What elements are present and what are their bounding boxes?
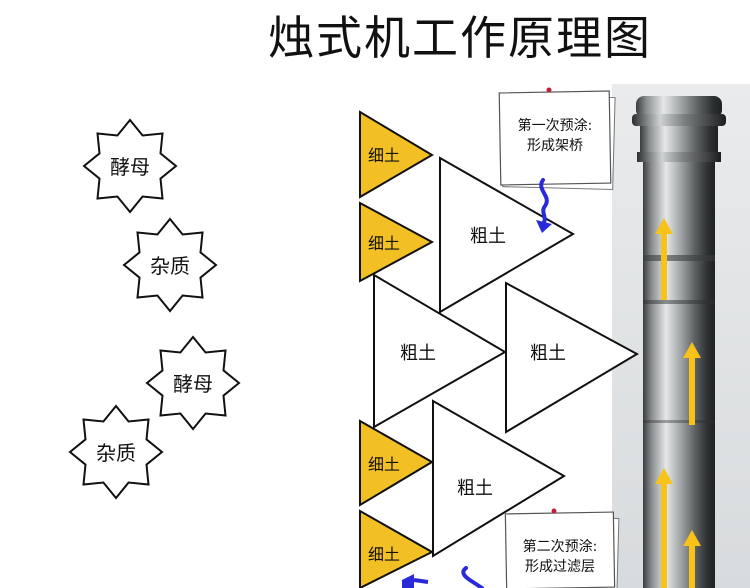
coarse-soil-triangle [373,273,507,429]
note-line-1: 第一次预涂: [518,117,593,134]
coarse-soil-triangle [439,156,575,314]
particle-star-shape [68,404,164,500]
coarse-soil-label: 粗土 [400,343,436,364]
up-arrow-icon [655,468,673,588]
fine-soil-triangle [359,509,435,588]
particle-star-shape [82,118,178,214]
particle-label: 酵母 [173,372,213,396]
fine-soil-triangle [359,110,434,199]
particle-1: 酵母 [82,118,178,214]
fine-soil-triangle [359,419,434,507]
up-arrow-icon [655,218,673,300]
coarse-soil-label: 粗土 [530,343,566,364]
fine-soil-label: 细土 [368,455,400,474]
fine-soil-triangle [359,201,435,283]
flow-arrow-bottom-left [402,574,429,588]
page-title: 烛式机工作原理图 [268,11,652,65]
fine-soil-label: 细土 [368,146,400,165]
particle-label: 杂质 [96,441,136,465]
note-line-1: 第二次预涂: [523,538,598,555]
up-arrow-icon [683,342,701,425]
particle-star-shape [145,335,241,431]
pin-icon [551,508,557,514]
coarse-soil-label: 粗土 [457,478,493,499]
coarse-soil-label: 粗土 [470,226,506,247]
note-paper [498,90,612,186]
fine-soil-label: 细土 [368,545,400,564]
particle-star-shape [122,217,218,313]
particle-2: 杂质 [122,217,218,313]
particle-3: 酵母 [145,335,241,431]
up-arrow-icon [683,530,701,588]
filter-candle [632,96,726,588]
pin-icon [546,87,552,93]
note-card-1: 第一次预涂: 形成架桥 [498,87,616,191]
fine-soil-label: 细土 [368,234,400,253]
particle-label: 酵母 [110,155,150,179]
note-line-2: 形成过滤层 [525,559,595,575]
flow-arrow-bottom-right [461,566,484,588]
particle-label: 杂质 [150,254,190,278]
particle-4: 杂质 [68,404,164,500]
note-line-2: 形成架桥 [527,138,583,154]
flow-arrow-top [536,178,552,233]
coarse-soil-triangle [432,399,566,558]
note-card-2: 第二次预涂: 形成过滤层 [504,508,620,588]
coarse-soil-triangle [505,281,640,434]
